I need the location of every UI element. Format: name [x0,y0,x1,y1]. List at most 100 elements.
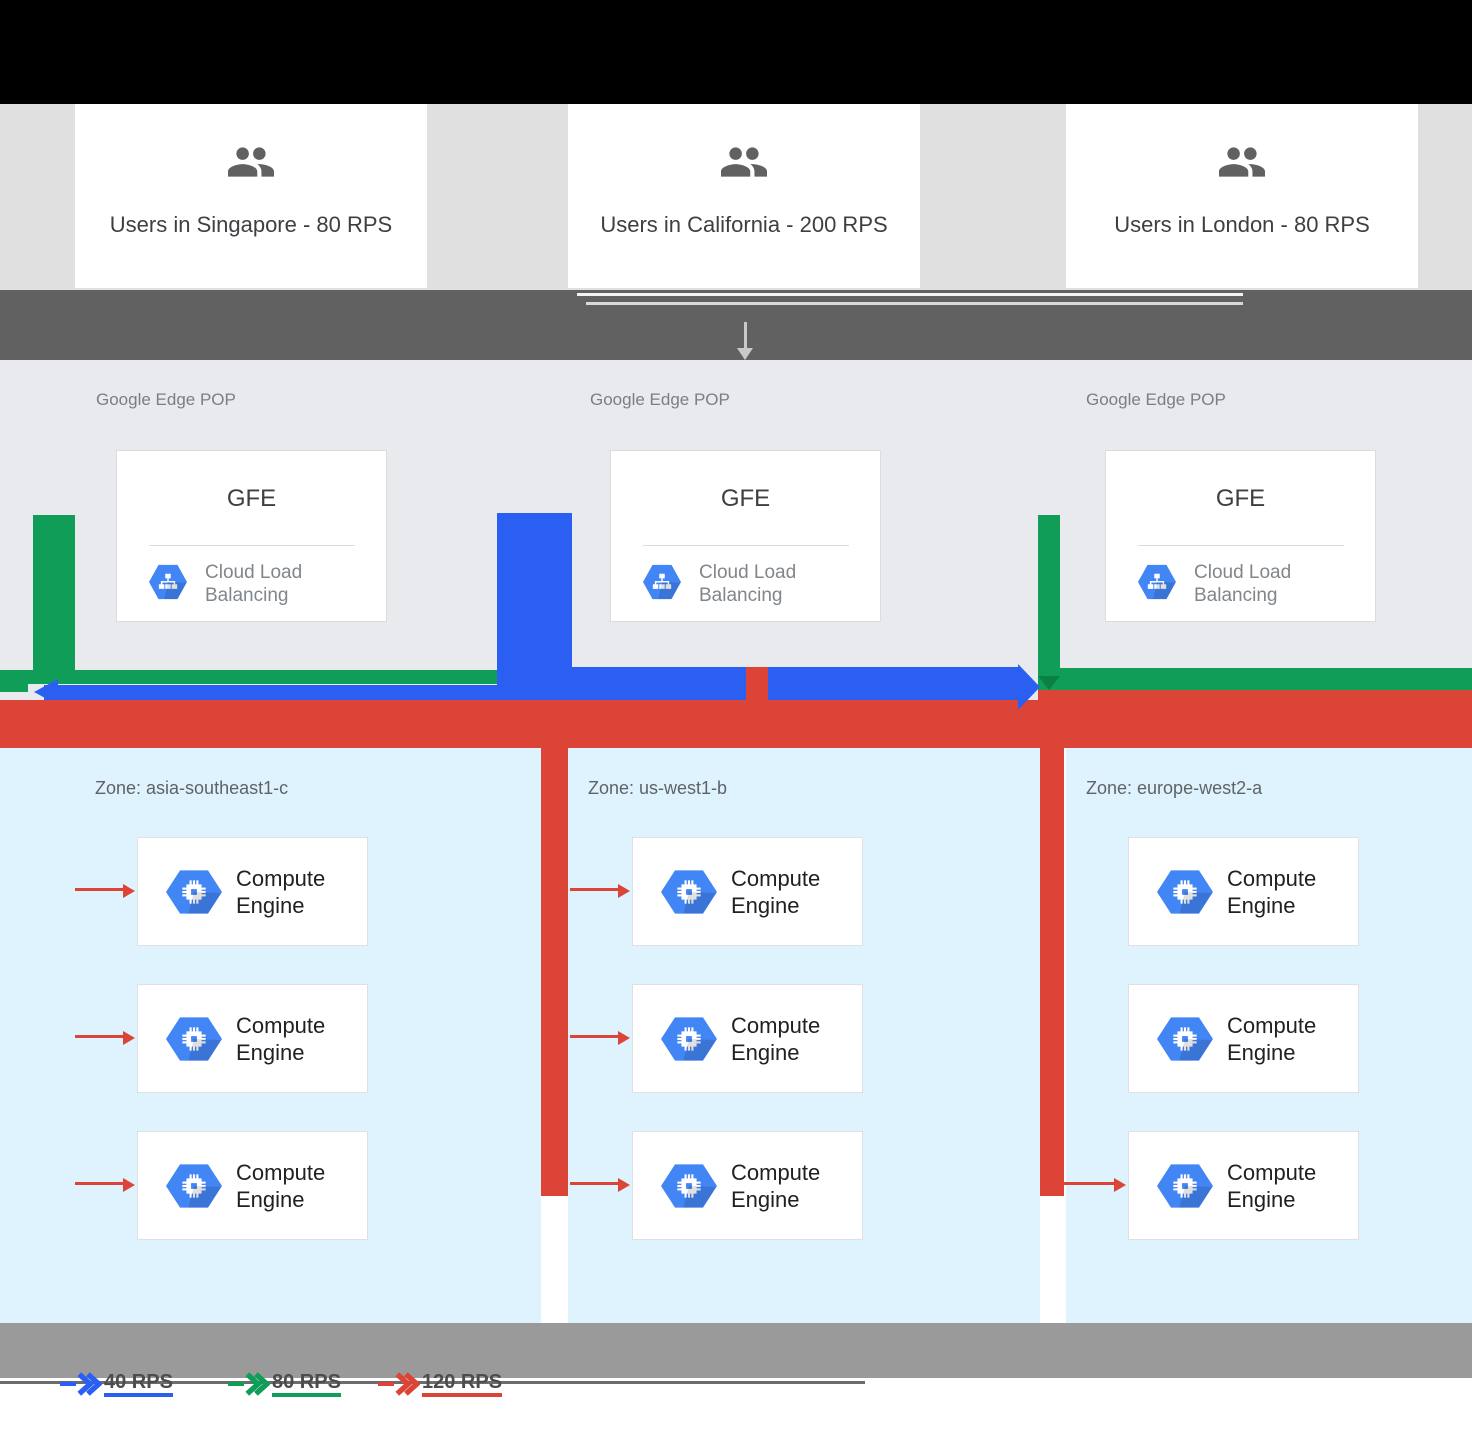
legend-label: 80 RPS [272,1372,341,1397]
cloud-load-balancing-icon [149,564,187,600]
red-arrow-head-icon [618,1178,630,1192]
edge-pop-label: Google Edge POP [590,390,730,409]
legend-label: 120 RPS [422,1372,503,1397]
red-arrow [75,888,123,891]
compute-engine-label: Compute Engine [1227,1160,1317,1212]
user-card-label: Users in London - 80 RPS [1114,212,1370,237]
red-arrow [75,1035,123,1038]
user-card-california: Users in California - 200 RPS [568,104,920,288]
red-arrow [570,1182,618,1185]
red-arrow-head-icon [123,1178,135,1192]
user-card-singapore: Users in Singapore - 80 RPS [75,104,427,288]
flow-blue-horizontal-mid [572,667,746,700]
flow-red-right [1038,690,1472,700]
compute-engine-icon [166,870,222,914]
compute-engine-label: Compute Engine [731,1160,821,1212]
flow-red-zone2-down [538,748,570,1196]
people-icon [75,144,427,185]
legend-line [60,1382,76,1386]
flow-blue-california-down [497,513,572,700]
compute-engine-card: Compute Engine [1128,984,1359,1093]
compute-engine-card: Compute Engine [137,984,368,1093]
compute-engine-icon [661,1164,717,1208]
compute-engine-label: Compute Engine [236,1160,326,1212]
compute-engine-label: Compute Engine [236,866,326,918]
compute-engine-card: Compute Engine [137,1131,368,1240]
gfe-title: GFE [226,485,277,512]
edge-pop-label: Google Edge POP [96,390,236,409]
bottom-gray-band [0,1323,1472,1378]
user-card-london: Users in London - 80 RPS [1066,104,1418,288]
cloud-load-balancing-icon [1138,564,1176,600]
connector-band [0,290,1472,360]
top-black-bar [0,0,1472,104]
red-arrow-head-icon [618,1031,630,1045]
zone-label: Zone: us-west1-b [588,778,728,798]
compute-engine-icon [661,870,717,914]
compute-engine-card: Compute Engine [632,984,863,1093]
connector-line [586,302,1243,305]
divider [1138,545,1344,546]
people-icon [1066,144,1418,185]
compute-engine-label: Compute Engine [731,1013,821,1065]
compute-engine-label: Compute Engine [1227,1013,1317,1065]
zone-label: Zone: asia-southeast1-c [95,778,289,798]
divider [643,545,849,546]
compute-engine-card: Compute Engine [1128,837,1359,946]
red-arrow [75,1182,123,1185]
service-label: Cloud Load Balancing [699,562,797,606]
legend-baseline [0,1381,865,1384]
legend-item-80rps: 80 RPS [228,1370,341,1398]
compute-engine-icon [166,1164,222,1208]
gfe-card-london: GFE Cloud Load Balancing [1105,450,1376,622]
flow-blue-arrow-right-icon [1018,664,1040,710]
compute-engine-card: Compute Engine [632,837,863,946]
gfe-card-california: GFE Cloud Load Balancing [610,450,881,622]
red-arrow [570,888,618,891]
legend-line [378,1382,394,1386]
compute-engine-icon [661,1017,717,1061]
compute-engine-card: Compute Engine [1128,1131,1359,1240]
legend-item-120rps: 120 RPS [378,1370,503,1398]
flow-red-center-strip [746,667,768,700]
chevron-arrow-icon [395,1372,420,1396]
flow-green-horizontal-right [1038,668,1472,690]
chevron-arrow-icon [245,1372,270,1396]
compute-engine-card: Compute Engine [137,837,368,946]
flow-green-arrow-down-icon [1038,676,1060,690]
flow-blue-horizontal-mid [768,667,1020,700]
down-arrow-icon [744,322,747,350]
legend-item-40rps: 40 RPS [60,1370,173,1398]
legend-line [228,1382,244,1386]
flow-green-horizontal-left [0,670,497,684]
compute-engine-label: Compute Engine [731,866,821,918]
red-arrow [570,1035,618,1038]
compute-engine-icon [1157,870,1213,914]
gfe-title: GFE [720,485,771,512]
compute-engine-label: Compute Engine [1227,866,1317,918]
red-arrow [1064,1182,1114,1185]
flow-blue-horizontal-left [44,685,497,700]
gfe-card-singapore: GFE Cloud Load Balancing [116,450,387,622]
user-card-label: Users in California - 200 RPS [600,212,888,237]
red-arrow-head-icon [618,884,630,898]
gfe-title: GFE [1215,485,1266,512]
flow-red-band [0,700,1472,748]
compute-engine-icon [1157,1164,1213,1208]
legend-label: 40 RPS [104,1372,173,1397]
connector-line [577,293,1243,296]
zone-label: Zone: europe-west2-a [1086,778,1263,798]
red-arrow-head-icon [123,884,135,898]
compute-engine-label: Compute Engine [236,1013,326,1065]
compute-engine-card: Compute Engine [632,1131,863,1240]
divider [149,545,355,546]
user-card-label: Users in Singapore - 80 RPS [109,212,393,237]
compute-engine-icon [1157,1017,1213,1061]
flow-green-singapore-down [33,515,75,670]
people-icon [568,144,920,185]
flow-red-zone3-down [1039,748,1064,1196]
down-arrow-icon [737,348,753,360]
chevron-arrow-icon [77,1372,102,1396]
service-label: Cloud Load Balancing [1194,562,1292,606]
